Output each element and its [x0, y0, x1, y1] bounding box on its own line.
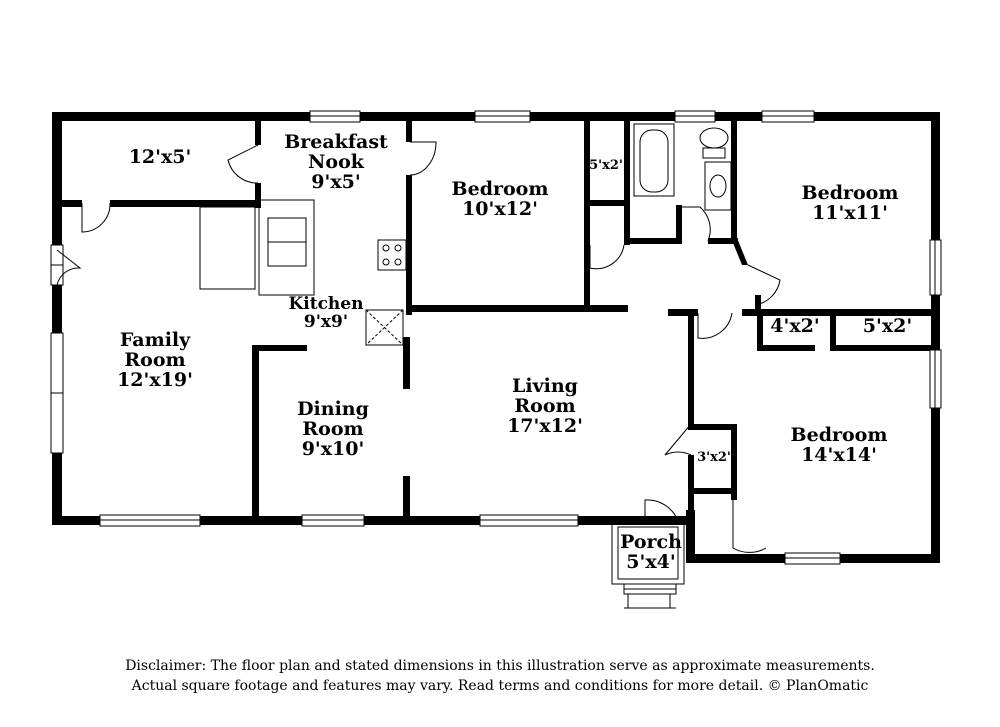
bathroom-sink-icon — [704, 161, 732, 211]
kitchen-label: Kitchen 9'x9' — [266, 294, 386, 332]
disclaimer-line1: Disclaimer: The floor plan and stated di… — [125, 658, 875, 674]
family-room-name-line2: Room — [124, 348, 186, 371]
doors — [56, 141, 900, 553]
kitchen-dimension: 9'x9' — [303, 311, 349, 332]
dining-room-name-line2: Room — [302, 417, 364, 440]
kitchen-name: Kitchen — [288, 294, 364, 314]
breakfast-nook-label: Breakfast Nook 9'x5' — [266, 131, 406, 193]
living-room-name-line2: Room — [514, 394, 576, 417]
dining-room-label: Dining Room 9'x10' — [263, 398, 403, 460]
breakfast-nook-name-line1: Breakfast — [284, 131, 388, 153]
disclaimer: Disclaimer: The floor plan and stated di… — [0, 656, 1000, 696]
closet-3x2-dimension: 3'x2' — [697, 450, 731, 465]
interior-walls — [62, 120, 940, 522]
family-room-label: Family Room 12'x19' — [85, 329, 225, 391]
kitchen-counter — [258, 199, 315, 296]
living-room-name-line1: Living — [512, 375, 578, 397]
dining-room-dimension: 9'x10' — [301, 437, 365, 460]
toilet-icon — [699, 127, 729, 149]
bedroom-1-label: Bedroom 10'x12' — [430, 178, 570, 220]
bedroom-2-label: Bedroom 11'x11' — [780, 182, 920, 224]
breakfast-nook-name-line2: Nook — [308, 150, 364, 173]
closet-5x2-dimension: 5'x2' — [862, 315, 913, 337]
closet-5x2-top-dimension: 5'x2' — [589, 158, 623, 173]
bedroom-2-name: Bedroom — [801, 182, 899, 204]
fixtures — [199, 123, 732, 609]
bedroom-3-dimension: 14'x14' — [801, 443, 877, 466]
breakfast-nook-dimension: 9'x5' — [311, 170, 361, 193]
living-room-dimension: 17'x12' — [507, 414, 583, 437]
bedroom-1-dimension: 10'x12' — [462, 197, 538, 220]
bedroom-2-dimension: 11'x11' — [812, 201, 888, 224]
bedroom-3-name: Bedroom — [790, 424, 888, 446]
porch-label: Porch 5'x4' — [606, 531, 696, 573]
room-12x5-dimension: 12'x5' — [128, 146, 192, 168]
stove-icon — [377, 239, 407, 271]
bathtub-icon — [633, 123, 675, 197]
bedroom-1-name: Bedroom — [451, 178, 549, 200]
closet-4x2-dimension: 4'x2' — [770, 315, 820, 337]
dining-room-name-line1: Dining — [297, 398, 369, 420]
living-room-label: Living Room 17'x12' — [475, 375, 615, 437]
porch-name: Porch — [620, 531, 682, 553]
family-room-name-line1: Family — [119, 329, 191, 351]
bedroom-3-label: Bedroom 14'x14' — [769, 424, 909, 466]
kitchen-island — [199, 206, 256, 290]
disclaimer-line2: Actual square footage and features may v… — [131, 678, 869, 694]
refrigerator-icon — [365, 309, 404, 346]
family-room-dimension: 12'x19' — [117, 368, 193, 391]
porch-dimension: 5'x4' — [626, 550, 676, 573]
